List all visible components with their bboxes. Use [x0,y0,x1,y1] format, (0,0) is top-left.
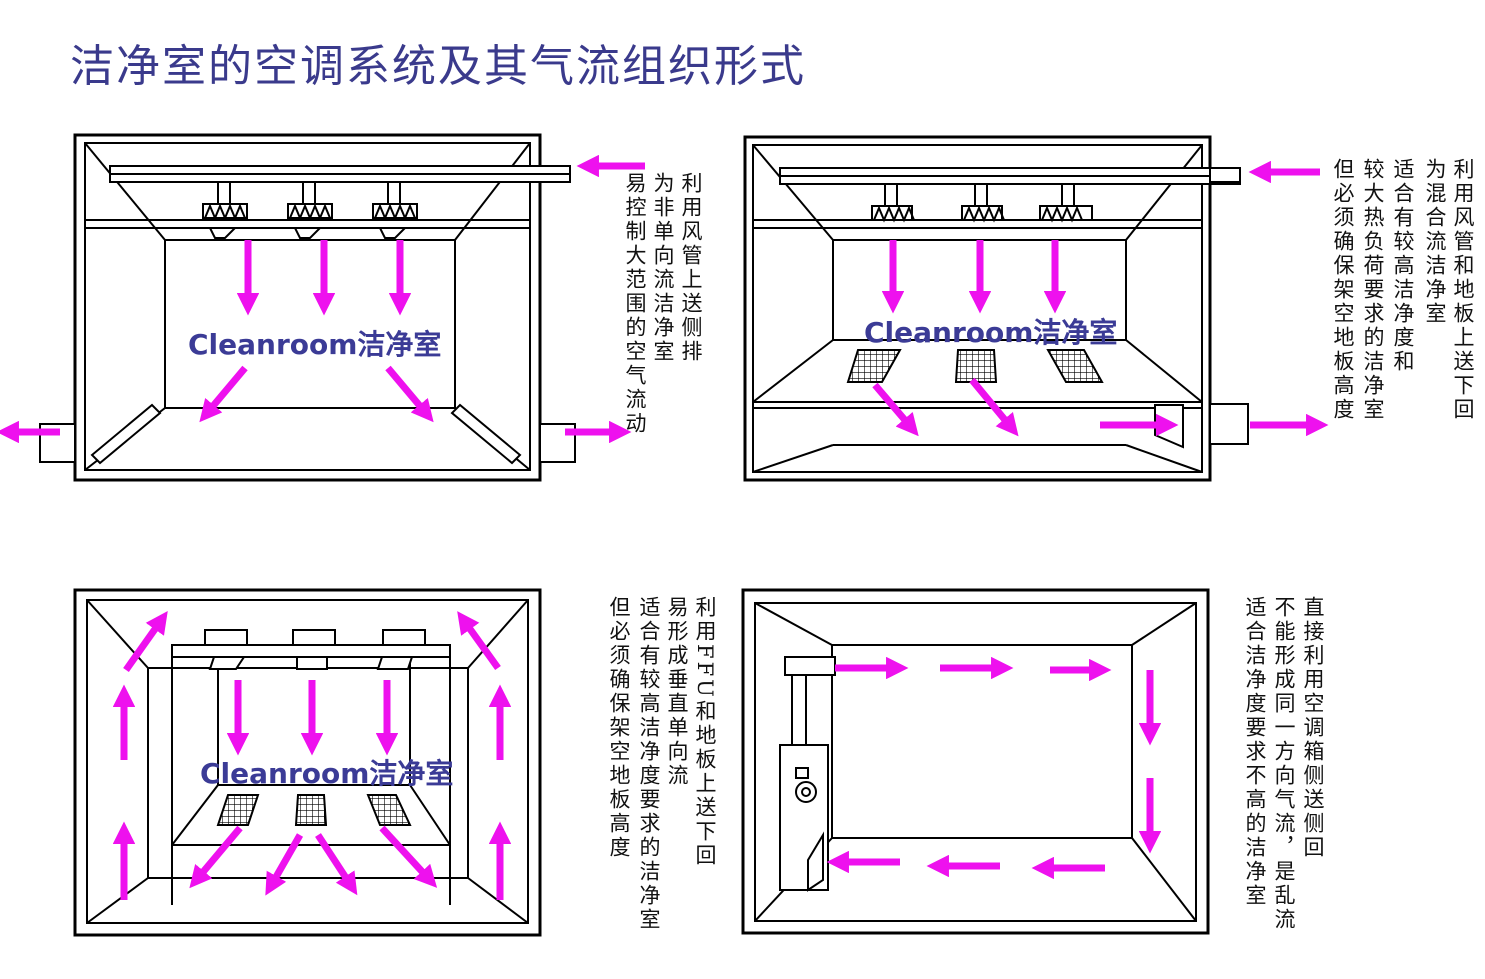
panel-bottom-left [73,588,542,937]
room-label-top-left: Cleanroom洁净室 [188,328,442,361]
caption-top-right-4: 较大热负荷要求的洁净室 [1361,158,1385,422]
panel-top-left [39,133,576,482]
caption-bottom-left-3: 适合有较高洁净度要求的洁净室 [637,596,661,932]
panel-bottom-right [741,588,1210,935]
caption-bottom-left-2: 易形成垂直单向流 [665,596,689,788]
airflow-arrows-bottom-left [112,611,512,900]
caption-bottom-right-2: 不能形成同一方向气流，是乱流 [1272,596,1296,932]
panel-top-right [743,135,1249,482]
caption-bottom-right-1: 直接利用空调箱侧送侧回 [1301,596,1325,860]
room-label-bottom-left: Cleanroom洁净室 [200,757,454,790]
page-title: 洁净室的空调系统及其气流组织形式 [70,41,806,92]
caption-bottom-left-4: 但必须确保架空地板高度 [607,596,631,860]
caption-top-right-5: 但必须确保架空地板高度 [1331,158,1355,422]
caption-top-left-1: 利用风管上送侧排 [679,172,703,364]
caption-top-right-2: 为混合流洁净室 [1423,158,1447,326]
caption-top-left-2: 为非单向流洁净室 [651,172,675,364]
caption-top-right-3: 适合有较高洁净度和 [1391,158,1415,374]
caption-bottom-left-1: 利用FFU和地板上送下回 [693,596,717,868]
airflow-arrows-top-right [872,160,1329,437]
airflow-arrows-bottom-right [826,656,1162,880]
caption-bottom-right-3: 适合洁净度要求不高的洁净室 [1243,596,1267,908]
airflow-arrows-top-left [0,154,645,444]
caption-top-right-1: 利用风管和地板上送下回 [1451,158,1475,422]
room-label-top-right: Cleanroom洁净室 [864,316,1118,349]
caption-top-left-3: 易控制大范围的空气流动 [623,172,647,436]
